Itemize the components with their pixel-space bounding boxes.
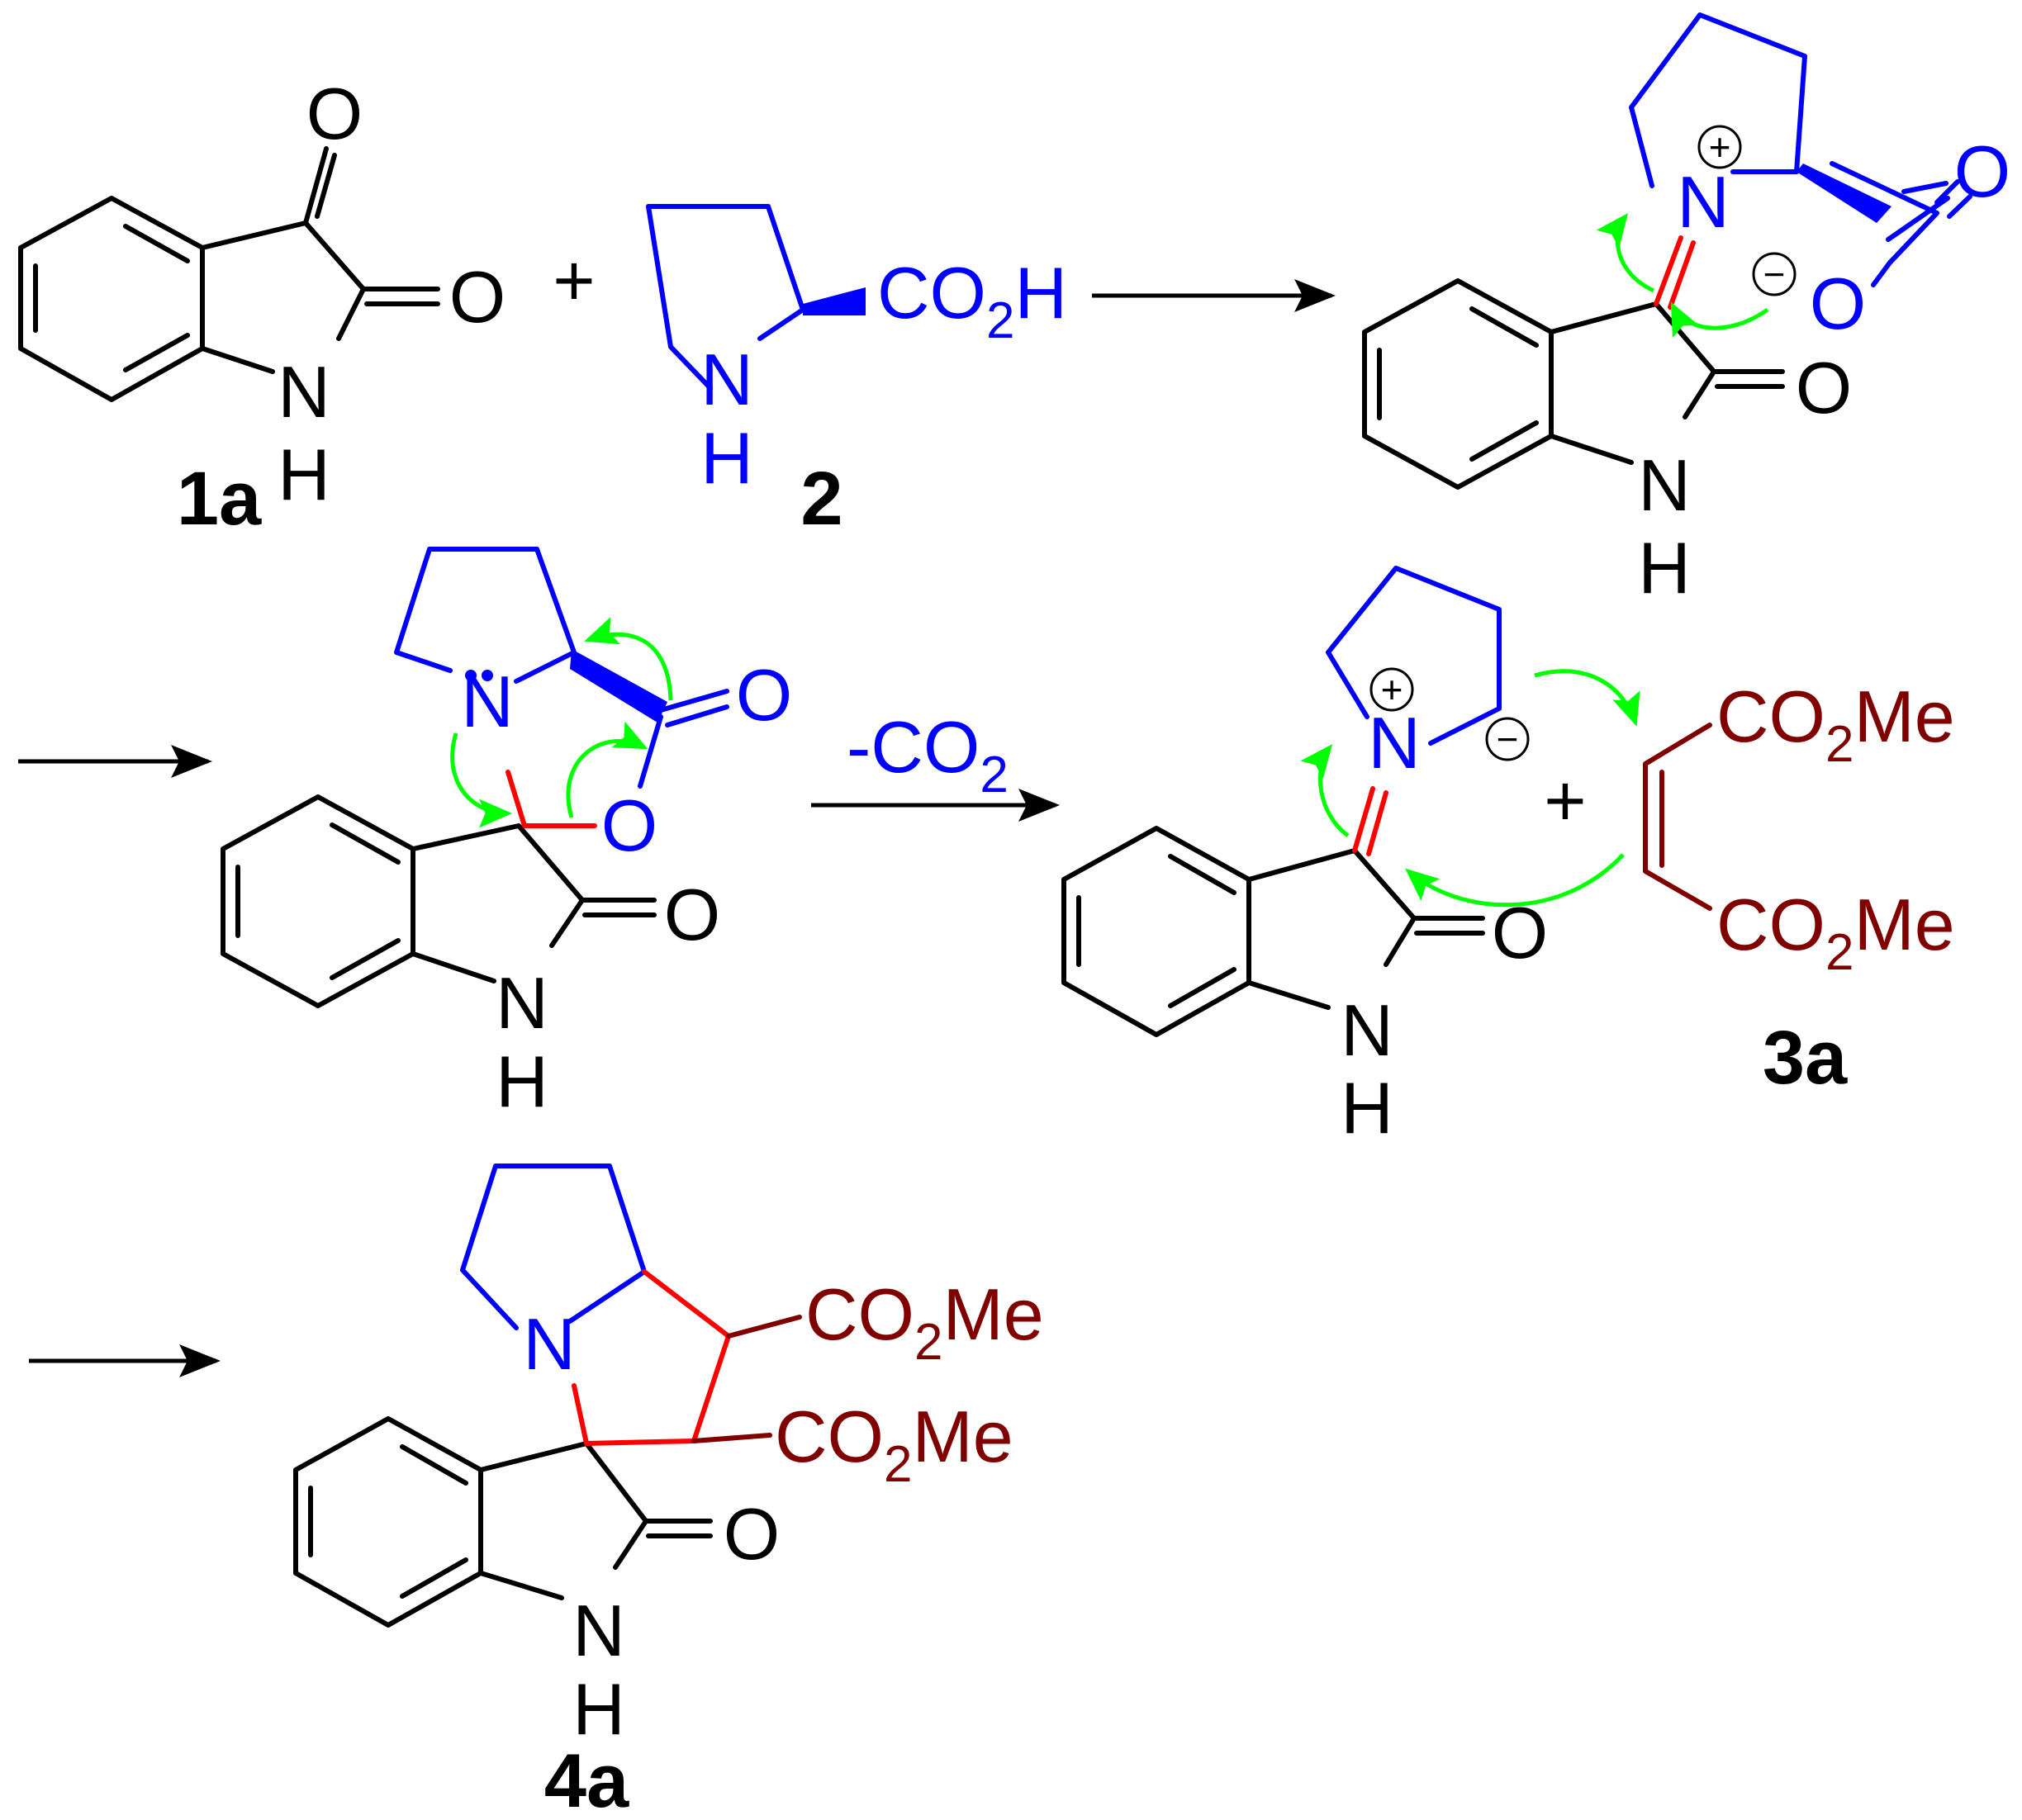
dimethyl-maleate-3a: CO2Me CO2Me — [1643, 675, 1955, 981]
lone-pair-dot — [465, 670, 477, 681]
isatin-1a-structure: O O N H — [18, 73, 505, 515]
atom-label: H — [1341, 1067, 1393, 1149]
compound-label-3a: 3a — [1763, 1016, 1848, 1100]
decarboxylation-condition: -CO2 — [847, 706, 1009, 803]
lone-pair-dot — [482, 670, 493, 681]
ester-group-label: CO2Me — [1716, 675, 1955, 773]
atom-label: N — [1368, 702, 1421, 784]
iminium-carboxylate-intermediate: N + O O − O N H — [1362, 12, 2010, 609]
atom-label: N — [572, 1590, 625, 1671]
atom-label: N — [278, 351, 330, 433]
ester-group-label: CO2Me — [805, 1273, 1044, 1371]
ester-group-label: CO2Me — [775, 1396, 1013, 1493]
electron-flow-arrow-icon — [1534, 669, 1640, 727]
positive-charge-icon — [1369, 667, 1414, 712]
electron-flow-arrow-icon — [1596, 213, 1655, 293]
atom-label: N — [1677, 161, 1730, 243]
proline-2-structure: N H CO2H — [646, 204, 1067, 499]
atom-label: O — [664, 874, 720, 955]
atom-label: N — [1638, 444, 1691, 526]
negative-charge-icon — [1752, 252, 1797, 296]
atom-label: H — [496, 1040, 548, 1122]
negative-charge-icon — [1485, 717, 1530, 761]
atom-label: O — [1954, 130, 2010, 212]
charge-symbol: + — [1709, 126, 1731, 168]
atom-label: O — [306, 73, 363, 154]
electron-flow-arrow-icon — [1670, 301, 1769, 339]
atom-label: O — [736, 654, 792, 736]
atom-label: O — [449, 256, 505, 338]
plus-sign: + — [553, 239, 595, 321]
azomethine-ylide-intermediate: N + − O N H — [1061, 566, 1548, 1149]
atom-label: O — [1796, 347, 1852, 429]
atom-label: H — [572, 1668, 625, 1750]
electron-flow-arrow-icon — [450, 732, 512, 828]
positive-charge-icon — [1697, 125, 1742, 169]
compound-label-4a: 4a — [544, 1739, 629, 1820]
oxazolidinone-intermediate: N O O O N H — [221, 547, 792, 1122]
charge-symbol: − — [1497, 718, 1519, 761]
atom-label: N — [700, 339, 753, 420]
atom-label: O — [724, 1493, 780, 1575]
atom-label: N — [1341, 989, 1393, 1071]
wedge-bond — [570, 649, 667, 723]
atom-label: N — [523, 1303, 576, 1385]
atom-label: O — [1810, 263, 1866, 344]
electron-flow-arrow-icon — [584, 617, 673, 701]
compound-label-2: 2 — [800, 457, 842, 541]
wedge-bond — [803, 287, 866, 315]
electron-flow-arrow-icon — [566, 721, 648, 818]
charge-symbol: + — [1381, 668, 1403, 711]
electron-flow-arrow-icon — [1300, 744, 1350, 838]
atom-label: O — [601, 784, 657, 866]
plus-sign: + — [1544, 760, 1586, 841]
charge-symbol: − — [1763, 253, 1786, 296]
compound-label-1a: 1a — [177, 457, 262, 541]
carboxylic-acid-label: CO2H — [877, 252, 1067, 349]
ester-group-label: CO2Me — [1716, 884, 1955, 981]
wedge-bond — [1797, 164, 1891, 223]
atom-label: H — [700, 417, 753, 499]
atom-label: H — [1638, 527, 1691, 609]
electron-flow-arrow-icon — [1405, 853, 1625, 908]
atom-label: H — [278, 434, 330, 515]
atom-label: N — [496, 962, 548, 1044]
spirooxindole-product-4a: N CO2Me CO2Me O N H — [293, 1164, 1044, 1750]
